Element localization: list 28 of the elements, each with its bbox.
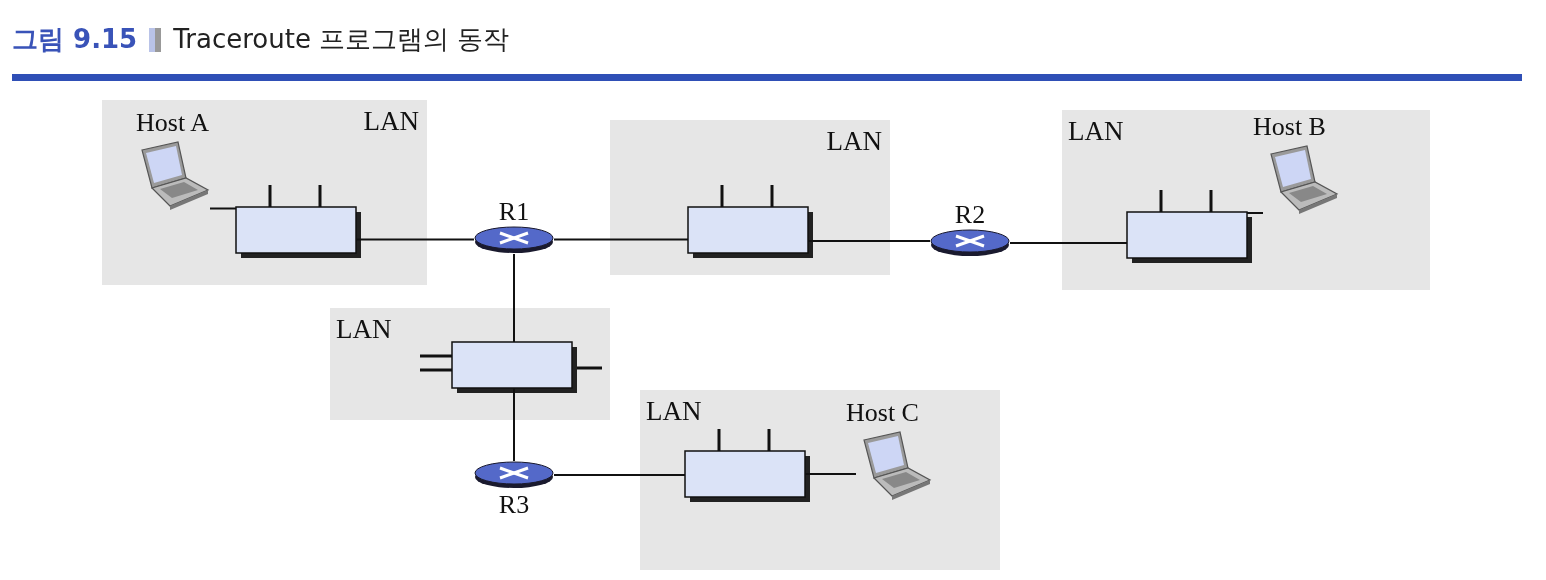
connection-line bbox=[1009, 242, 1128, 244]
lan-area bbox=[102, 100, 427, 285]
lan-area bbox=[1062, 110, 1430, 290]
connection-line bbox=[807, 240, 931, 242]
connection-line bbox=[209, 207, 237, 210]
lan-label: LAN bbox=[646, 396, 702, 427]
figure-title: Traceroute 프로그램의 동작 bbox=[173, 23, 510, 56]
connection-line bbox=[513, 387, 515, 462]
router-label: R2 bbox=[953, 201, 987, 229]
lan-label: LAN bbox=[826, 126, 882, 157]
connection-line bbox=[553, 474, 686, 476]
connection-line bbox=[355, 238, 475, 241]
router-label: R3 bbox=[497, 491, 531, 519]
host-label: Host B bbox=[1253, 112, 1326, 142]
lan-label: LAN bbox=[1068, 116, 1124, 147]
lan-label: LAN bbox=[363, 106, 419, 137]
lan-area bbox=[610, 120, 890, 275]
connection-line bbox=[553, 238, 689, 241]
host-label: Host A bbox=[136, 108, 209, 138]
router-label: R1 bbox=[497, 198, 531, 226]
connection-line bbox=[513, 253, 515, 343]
lan-area bbox=[640, 390, 1000, 570]
host-label: Host C bbox=[846, 398, 919, 428]
connection-line bbox=[1246, 212, 1264, 214]
connection-line bbox=[804, 473, 857, 475]
lan-label: LAN bbox=[336, 314, 392, 345]
lan-area bbox=[330, 308, 610, 420]
figure-number: 그림 9.15 bbox=[12, 23, 138, 56]
